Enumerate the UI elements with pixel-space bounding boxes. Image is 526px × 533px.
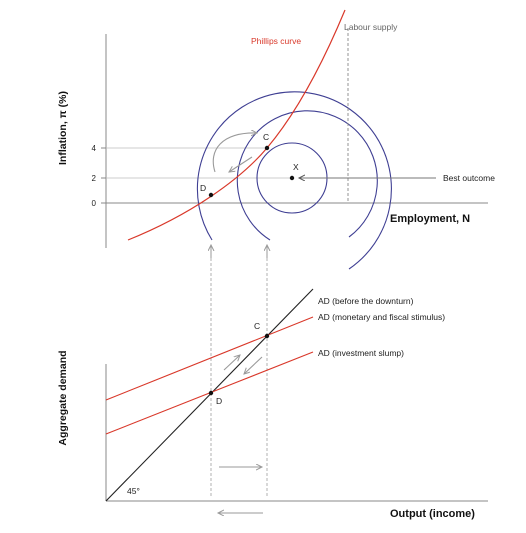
best-outcome-label: Best outcome <box>443 173 495 183</box>
indifference-curve-middle <box>236 110 378 241</box>
top-x-axis-label: Employment, N <box>390 213 470 225</box>
ad-stimulus-label: AD (monetary and fiscal stimulus) <box>318 312 445 322</box>
ad-stimulus-line <box>105 316 314 401</box>
bottom-y-axis-label: Aggregate demand <box>57 350 69 445</box>
bottom-x-axis-label: Output (income) <box>390 508 475 520</box>
tick-label-0: 0 <box>92 199 97 208</box>
arrow-down-along-ad <box>244 356 263 374</box>
tick-label-4: 4 <box>92 144 97 153</box>
bottom-panel: 45° AD (before the downturn) AD (monetar… <box>57 288 488 520</box>
point-x-label: X <box>293 162 299 172</box>
labour-supply-label: Labour supply <box>344 22 398 32</box>
indifference-curve-outer <box>196 91 392 270</box>
point-c-bottom-label: C <box>254 321 260 331</box>
point-d-top-label: D <box>200 183 206 193</box>
forty-five-degree-line <box>105 288 314 502</box>
curved-arrow-up <box>212 133 257 173</box>
phillips-curve <box>127 9 346 241</box>
top-y-axis-label: Inflation, π (%) <box>57 91 69 165</box>
point-c-top <box>264 145 270 151</box>
top-panel: 4 2 0 Labour supply Phillips curve C D X… <box>57 9 495 270</box>
arrow-c-to-d <box>229 156 253 172</box>
point-c-top-label: C <box>263 132 269 142</box>
point-x <box>289 175 295 181</box>
angle-label: 45° <box>127 486 140 496</box>
point-d-bottom-label: D <box>216 396 222 406</box>
phillips-curve-label: Phillips curve <box>251 36 301 46</box>
point-c-bottom <box>264 333 270 339</box>
ad-before-label: AD (before the downturn) <box>318 296 414 306</box>
arrow-up-along-ad <box>223 355 240 371</box>
tick-label-2: 2 <box>92 174 97 183</box>
ad-slump-label: AD (investment slump) <box>318 348 404 358</box>
point-d-top <box>208 192 214 198</box>
point-d-bottom <box>208 390 214 396</box>
